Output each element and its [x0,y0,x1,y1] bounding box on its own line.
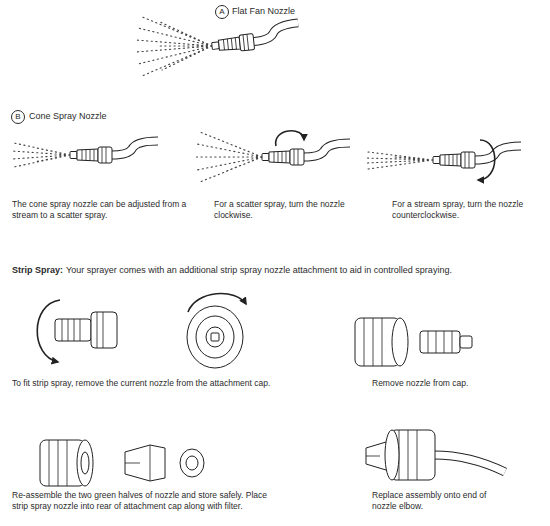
remove-nozzle-figure [62,319,80,341]
cone-scatter-figure [196,132,262,182]
caption: Your sprayer comes with an additional st… [66,265,545,276]
cap-and-nozzle-figure [428,331,452,353]
caption: Remove nozzle from cap. [372,378,532,389]
remove-nozzle-figure [55,319,91,341]
cap-and-nozzle-figure [460,336,472,348]
flat-fan-figure [211,23,301,54]
caption: Re-assemble the two green halves of nozz… [12,490,280,511]
strip-parts-figure [180,449,204,477]
strip-parts-figure [49,440,67,486]
strip-assembled-figure [434,455,505,472]
flat-fan-figure [136,16,300,76]
cap-front-figure [187,306,243,368]
section-letter: B [15,113,20,121]
strip-parts-figure [125,445,150,481]
cap-front-figure [211,333,219,341]
flat-fan-figure [136,16,212,76]
caption: To fit strip spray, remove the current n… [12,378,342,389]
strip-parts-figure [125,445,165,481]
cone-stream-figure [12,143,70,167]
strip-parts-figure [186,456,198,470]
cone-scatter-figure [276,131,304,146]
cone-counter-figure [478,140,495,180]
cap-front-figure [206,327,224,347]
strip-assembled-figure [366,430,505,480]
strip-assembled-figure [434,455,505,472]
strip-parts-figure [81,452,89,474]
cap-front-figure [187,294,246,368]
strip-assembled-figure [399,430,417,480]
cone-scatter-figure [262,143,350,165]
remove-nozzle-figure [91,312,117,348]
remove-nozzle-figure [97,312,103,348]
caption: For a stream spray, turn the nozzle coun… [392,199,542,220]
cap-and-nozzle-figure [392,318,408,366]
cap-and-nozzle-figure [420,331,460,353]
strip-parts-figure [77,440,93,486]
section-title: Cone Spray Nozzle [29,111,189,122]
heading: Strip Spray: [12,265,63,276]
letter-circle: A [215,5,229,19]
cone-stream-figure [12,141,158,167]
cone-counter-figure [433,146,521,168]
cap-front-figure [196,316,234,358]
cone-stream-figure [70,141,158,163]
strip-parts-figure [40,440,204,486]
cone-counter-figure [366,140,521,180]
section-title: Flat Fan Nozzle [232,6,392,17]
caption: Replace assembly onto end of nozzle elbo… [372,490,502,511]
caption: The cone spray nozzle can be adjusted fr… [12,199,190,220]
strip-assembled-figure [385,430,399,480]
caption: For a scatter spray, turn the nozzle clo… [214,199,364,220]
section-letter: A [219,8,224,16]
remove-nozzle-figure [37,300,117,362]
letter-circle: B [11,110,25,124]
strip-assembled-figure [366,456,380,457]
cone-scatter-figure [196,131,350,182]
cap-and-nozzle-figure [355,318,472,366]
cone-counter-figure [366,152,433,169]
cap-and-nozzle-figure [364,318,382,366]
